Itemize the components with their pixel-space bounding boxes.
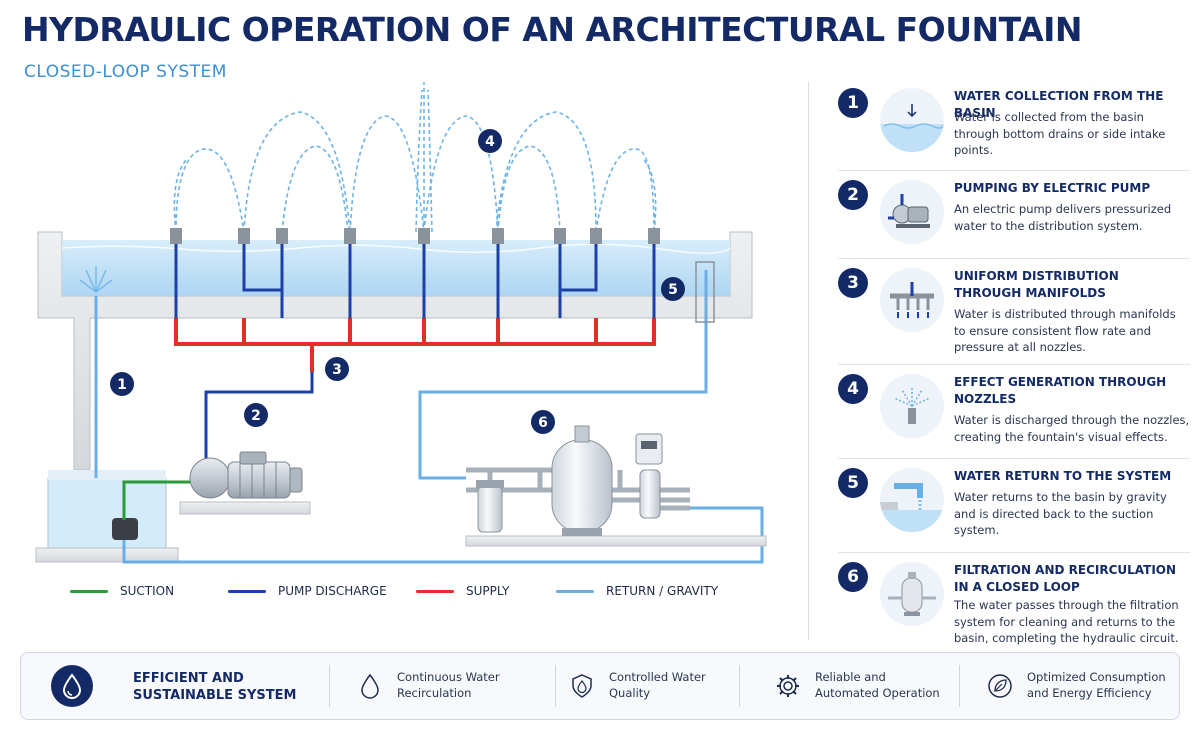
legend-discharge: PUMP DISCHARGE [228,582,387,600]
badge-1-label: 1 [117,377,127,393]
feature-label: Optimized Consumption and Energy Efficie… [1027,670,1166,700]
badge-2 [244,403,268,427]
badge-1 [110,372,134,396]
legend-swatch-return [556,589,594,593]
feature-water-quality: Controlled Water Quality [569,653,759,719]
pump-icon [880,180,944,244]
badge-4-label: 4 [485,134,495,150]
suction-strainer [112,518,138,540]
step-number: 6 [838,562,868,592]
feature-recirculation: Continuous Water Recirculation [357,653,547,719]
return-pipe-icon [880,468,944,532]
intake-splash [79,266,113,293]
step-divider [838,170,1190,171]
legend-return: RETURN / GRAVITY [556,582,718,600]
legend-swatch-discharge [228,589,266,593]
supply-manifold [174,318,656,372]
legend-supply: SUPPLY [416,582,509,600]
page-title: HYDRAULIC OPERATION OF AN ARCHITECTURAL … [22,10,1083,49]
badge-4 [478,129,502,153]
feature-automated-operation: Reliable and Automated Operation [775,653,975,719]
overflow-weir [695,261,715,323]
water-drop-badge-icon [51,665,93,707]
panel-divider [808,82,809,640]
water-drop-icon [357,673,383,699]
step-title: FILTRATION AND RECIRCULATION IN A CLOSED… [954,563,1177,594]
badge-2-label: 2 [251,408,261,424]
footer-divider [555,665,556,707]
footer-divider [329,665,330,707]
step-title: PUMPING BY ELECTRIC PUMP [954,181,1151,195]
step-number: 4 [838,374,868,404]
basin-water [62,240,730,296]
footer-bar: EFFICIENT AND SUSTAINABLE SYSTEM Continu… [20,652,1180,720]
manifold-icon [880,268,944,332]
diagram-badges: 1 2 3 4 5 6 [110,129,685,434]
shield-drop-icon [569,673,595,699]
fountain-diagram: 1 2 3 4 5 6 [35,82,767,564]
feature-label: Continuous Water Recirculation [397,670,500,700]
discharge-risers [174,240,656,460]
filtration-unit [465,425,767,547]
legend-swatch-supply [416,589,454,593]
footer-divider [739,665,740,707]
legend-label: SUPPLY [466,584,510,598]
step-divider [838,552,1190,553]
suction-pipe [122,480,196,520]
feature-label: Reliable and Automated Operation [815,670,940,700]
step-title: UNIFORM DISTRIBUTION THROUGH MANIFOLDS [954,269,1119,300]
footer-main-label: EFFICIENT AND SUSTAINABLE SYSTEM [133,671,297,703]
legend-suction: SUCTION [70,582,174,600]
legend-label: SUCTION [120,584,175,598]
nozzles [170,228,660,244]
feature-energy-efficiency: Optimized Consumption and Energy Efficie… [987,653,1177,719]
step-divider [838,258,1190,259]
badge-3-label: 3 [332,362,342,378]
legend-swatch-suction [70,589,108,593]
filter-tank-icon [880,562,944,626]
step-number: 5 [838,468,868,498]
badge-5 [661,277,685,301]
legend-label: RETURN / GRAVITY [606,584,719,598]
basin-intake-icon [880,88,944,152]
step-number: 1 [838,88,868,118]
step-number: 3 [838,268,868,298]
badge-3 [325,357,349,381]
badge-6-label: 6 [538,415,548,431]
page-subtitle: CLOSED-LOOP SYSTEM [24,62,227,82]
badge-6 [531,410,555,434]
footer-divider [959,665,960,707]
gear-icon [775,673,801,699]
step-title: WATER RETURN TO THE SYSTEM [954,469,1172,483]
legend-label: PUMP DISCHARGE [278,584,387,598]
step-description: Water is collected from the basin throug… [954,110,1166,157]
feature-label: Controlled Water Quality [609,670,706,700]
badge-5-label: 5 [668,282,678,298]
step-description: An electric pump delivers pressurized wa… [954,202,1172,233]
sump-reservoir [35,470,179,563]
leaf-icon [987,673,1013,699]
step-title: EFFECT GENERATION THROUGH NOZZLES [954,375,1167,406]
nozzle-icon [880,374,944,438]
step-number: 2 [838,180,868,210]
return-circuit [122,270,764,564]
water-jets [173,82,657,233]
step-description: Water is distributed through manifolds t… [954,307,1176,354]
step-description: Water returns to the basin by gravity an… [954,490,1167,537]
step-description: Water is discharged through the nozzles,… [954,413,1190,444]
step-divider [838,364,1190,365]
step-description: The water passes through the filtration … [954,598,1179,645]
basin-structure [37,231,753,471]
step-title: WATER COLLECTION FROM THE BASIN [954,89,1164,120]
step-divider [838,458,1190,459]
electric-pump [179,451,311,515]
